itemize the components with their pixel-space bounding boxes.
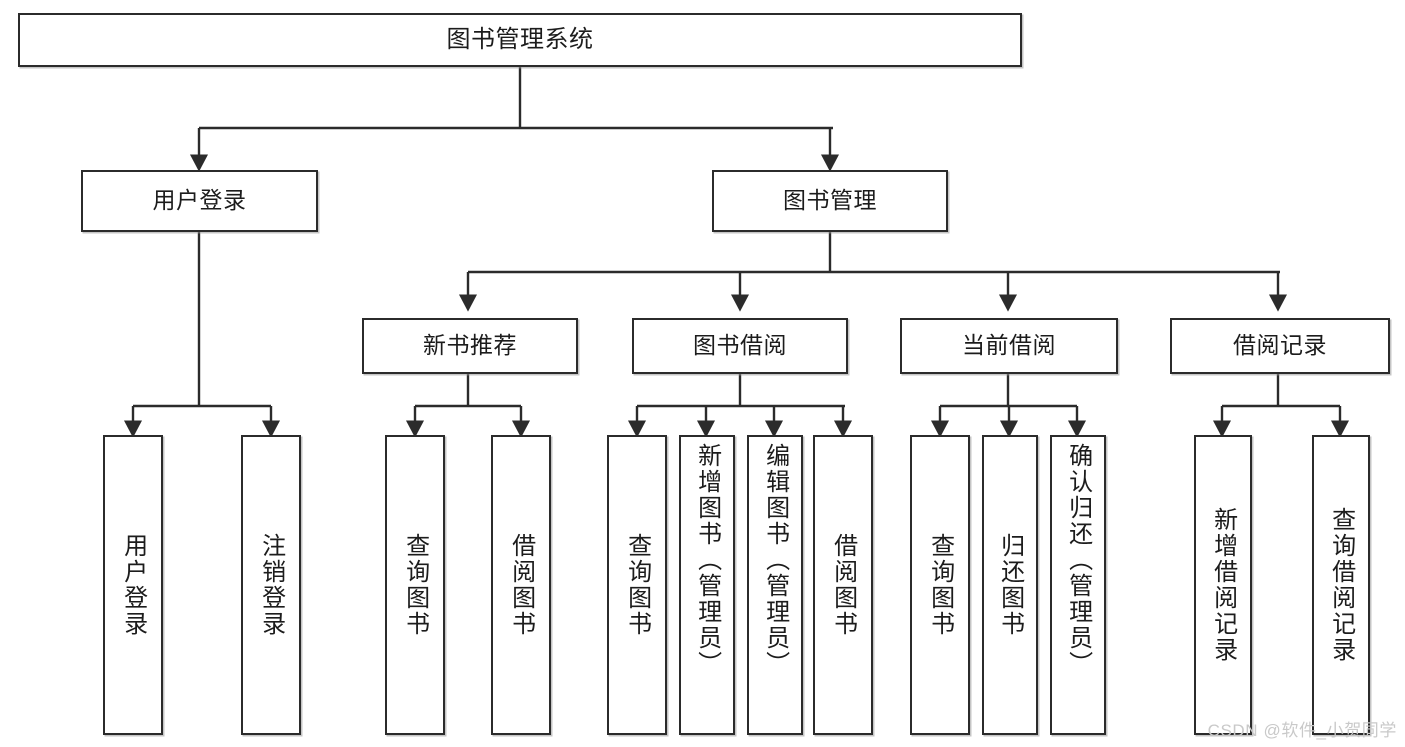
node-label: 图书管理系统 <box>446 25 594 53</box>
node-borrowing-records[interactable]: 借阅记录 <box>1170 318 1390 374</box>
node-label: 归还图书 <box>996 533 1024 637</box>
node-label: 编辑图书（管理员） <box>761 443 789 677</box>
node-leaf-query-book-1[interactable]: 查询图书 <box>385 435 445 735</box>
node-leaf-query-book-2[interactable]: 查询图书 <box>607 435 667 735</box>
node-label: 注销登录 <box>257 533 285 637</box>
node-user-login[interactable]: 用户登录 <box>81 170 318 232</box>
node-label: 用户登录 <box>152 187 247 214</box>
csdn-watermark: CSDN @软件_小贺同学 <box>1207 721 1397 740</box>
node-leaf-add-book-admin[interactable]: 新增图书（管理员） <box>679 435 735 735</box>
node-root-book-management-system[interactable]: 图书管理系统 <box>18 13 1022 67</box>
node-label: 查询图书 <box>926 533 954 637</box>
node-label: 查询借阅记录 <box>1327 507 1355 663</box>
node-label: 图书借阅 <box>693 332 787 359</box>
node-leaf-query-book-3[interactable]: 查询图书 <box>910 435 970 735</box>
node-label: 借阅记录 <box>1233 332 1327 359</box>
node-leaf-borrow-book-2[interactable]: 借阅图书 <box>813 435 873 735</box>
node-new-book-recommendation[interactable]: 新书推荐 <box>362 318 578 374</box>
node-label: 确认归还（管理员） <box>1064 443 1092 677</box>
node-label: 借阅图书 <box>829 533 857 637</box>
node-current-borrowing[interactable]: 当前借阅 <box>900 318 1118 374</box>
node-label: 图书管理 <box>783 187 877 214</box>
node-book-borrowing[interactable]: 图书借阅 <box>632 318 848 374</box>
node-leaf-add-borrow-record[interactable]: 新增借阅记录 <box>1194 435 1252 735</box>
node-label: 新增借阅记录 <box>1209 507 1237 663</box>
node-label: 查询图书 <box>401 533 429 637</box>
node-label: 借阅图书 <box>507 533 535 637</box>
node-book-management[interactable]: 图书管理 <box>712 170 948 232</box>
node-label: 查询图书 <box>623 533 651 637</box>
node-label: 当前借阅 <box>962 332 1056 359</box>
node-label: 新书推荐 <box>423 332 517 359</box>
node-leaf-user-login[interactable]: 用户登录 <box>103 435 163 735</box>
node-leaf-query-borrow-record[interactable]: 查询借阅记录 <box>1312 435 1370 735</box>
node-leaf-borrow-book-1[interactable]: 借阅图书 <box>491 435 551 735</box>
node-leaf-logout[interactable]: 注销登录 <box>241 435 301 735</box>
node-leaf-confirm-return-admin[interactable]: 确认归还（管理员） <box>1050 435 1106 735</box>
node-label: 新增图书（管理员） <box>693 443 721 677</box>
node-label: 用户登录 <box>119 533 147 637</box>
node-leaf-edit-book-admin[interactable]: 编辑图书（管理员） <box>747 435 803 735</box>
node-leaf-return-book[interactable]: 归还图书 <box>982 435 1038 735</box>
